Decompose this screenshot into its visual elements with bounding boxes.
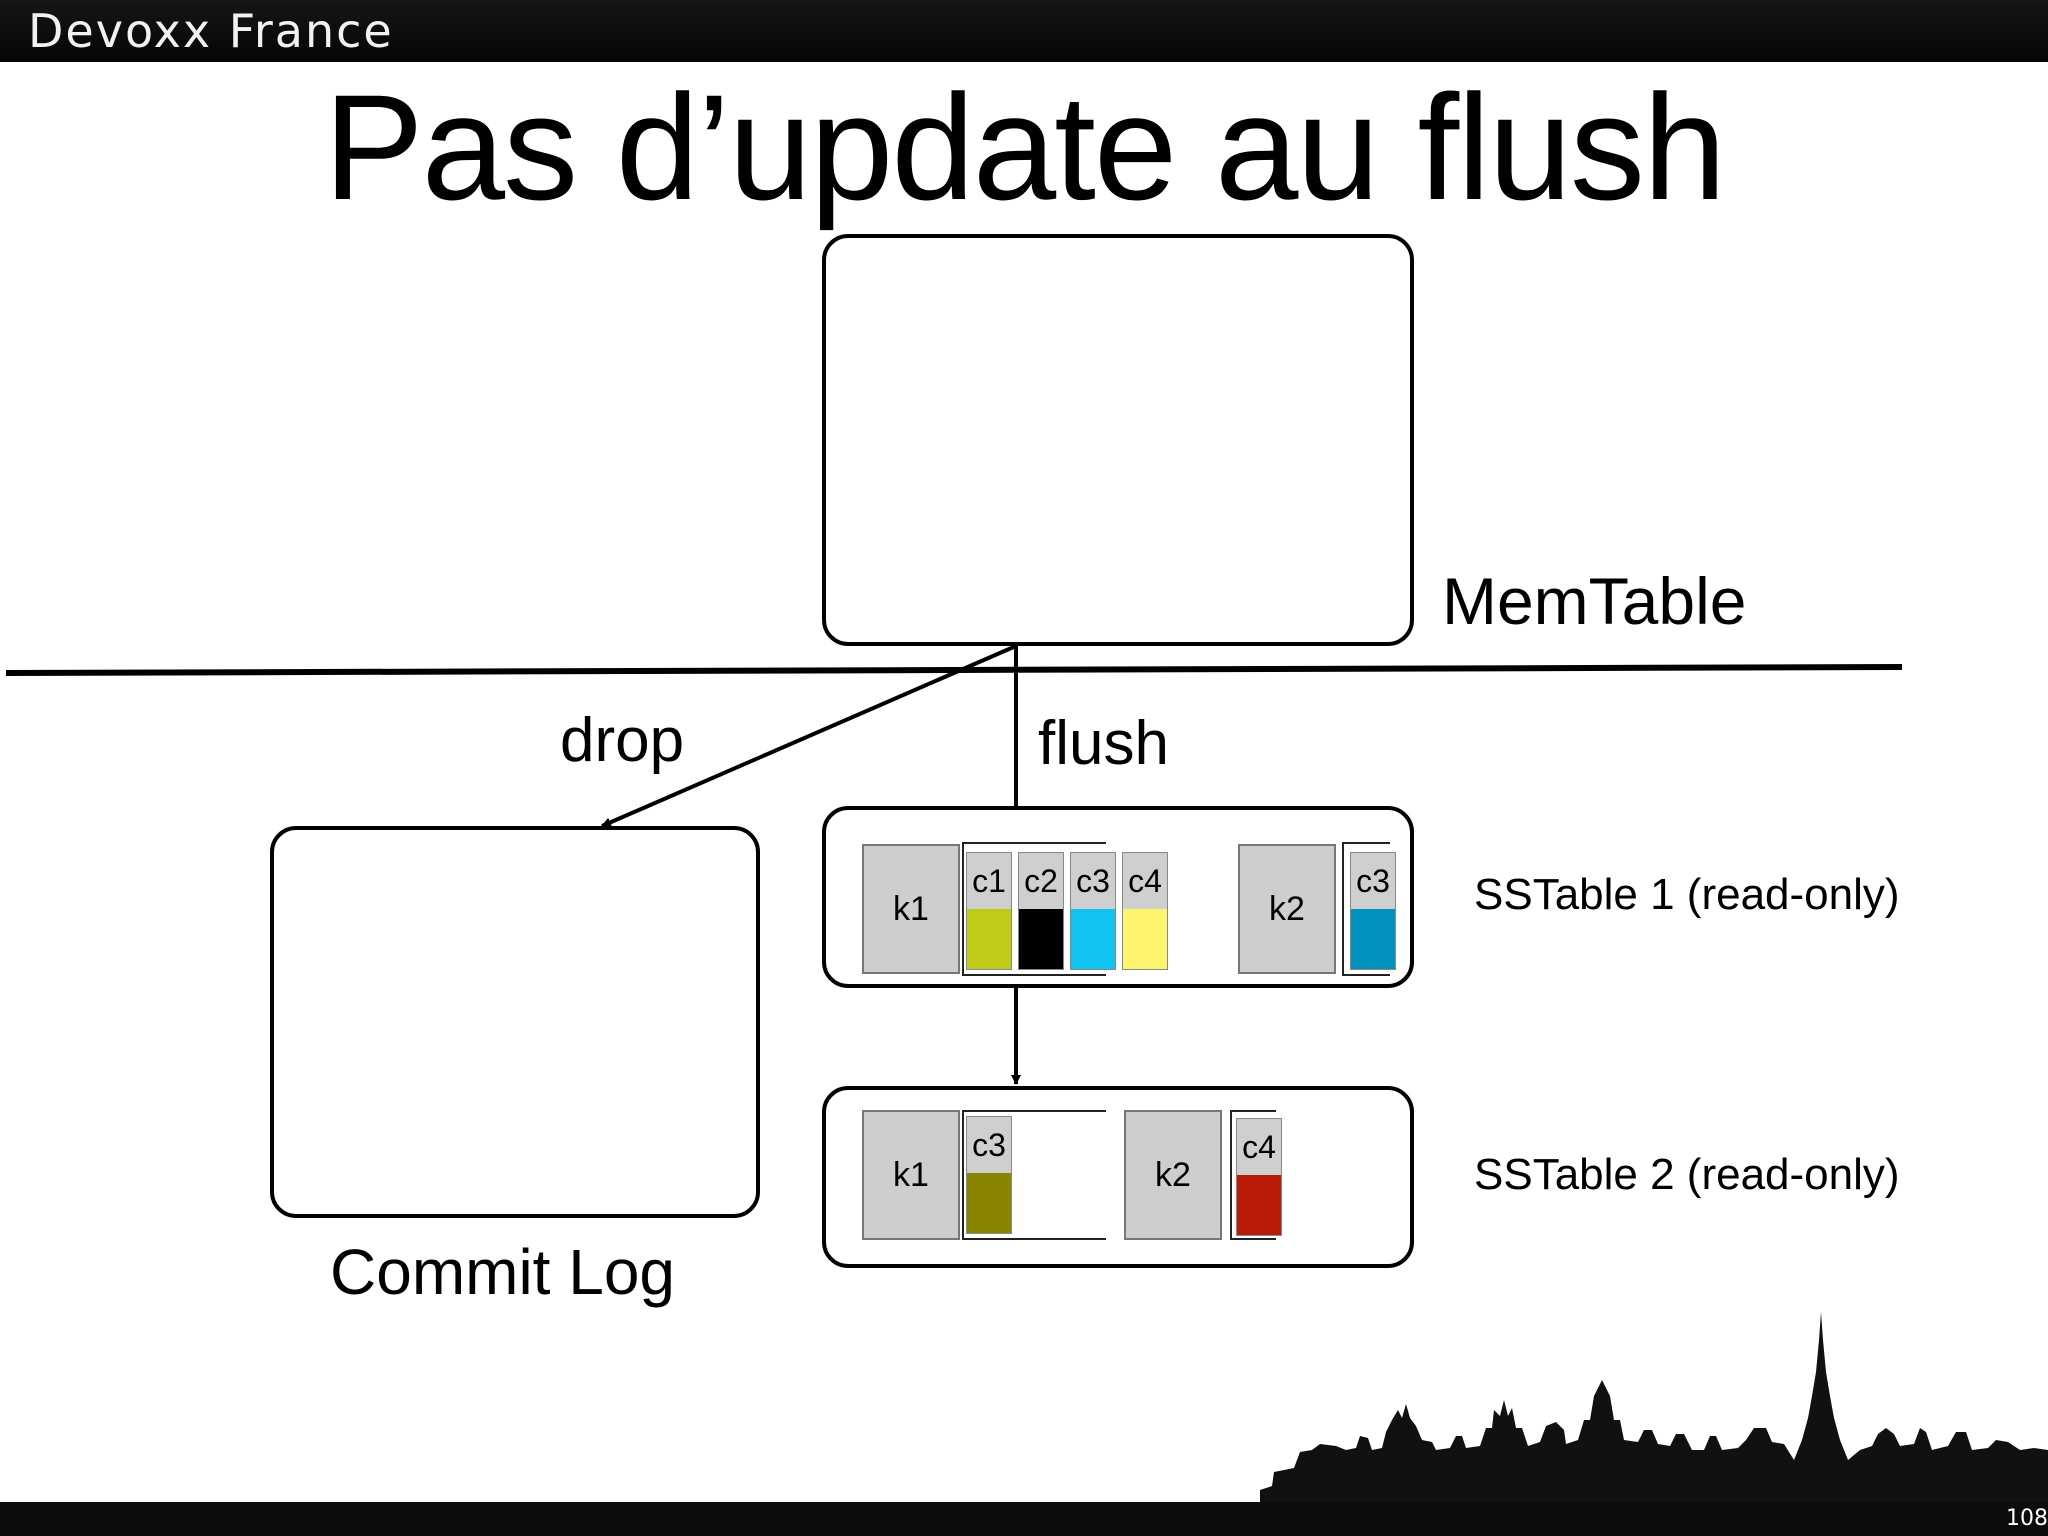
column-name: c4: [1123, 853, 1167, 909]
column-value-swatch: [1123, 909, 1167, 969]
sstable2-key-k1: k1: [862, 1110, 960, 1240]
row-top-line: [962, 1110, 1106, 1112]
column-value-swatch: [1237, 1175, 1281, 1235]
paris-skyline-image: [1260, 1312, 2048, 1510]
sstable2-k1-column: c3: [966, 1116, 1012, 1234]
sstable1-k1-column: c1: [966, 852, 1012, 970]
row-top-line: [1342, 842, 1390, 844]
commit-log-box: [270, 826, 760, 1218]
column-name: c3: [1071, 853, 1115, 909]
row-divider: [962, 1110, 964, 1238]
brand-logo-text: Devoxx France: [28, 4, 394, 58]
sstable2-label: SSTable 2 (read-only): [1474, 1150, 1900, 1199]
column-name: c2: [1019, 853, 1063, 909]
flush-label: flush: [1038, 709, 1169, 778]
row-bottom-line: [1230, 1238, 1276, 1240]
divider-line: [5, 664, 1903, 676]
sstable2-key-k2: k2: [1124, 1110, 1222, 1240]
row-top-line: [1230, 1110, 1276, 1112]
column-value-swatch: [967, 909, 1011, 969]
column-value-swatch: [1071, 909, 1115, 969]
sstable1-k1-column: c4: [1122, 852, 1168, 970]
column-name: c3: [967, 1117, 1011, 1173]
column-name: c3: [1351, 853, 1395, 909]
page-number: 108: [2006, 1506, 2048, 1531]
row-bottom-line: [962, 1238, 1106, 1240]
sstable1-k1-column: c3: [1070, 852, 1116, 970]
sstable1-label: SSTable 1 (read-only): [1474, 870, 1900, 919]
row-bottom-line: [1342, 974, 1390, 976]
column-value-swatch: [967, 1173, 1011, 1233]
row-bottom-line: [962, 974, 1106, 976]
drop-arrow: [601, 644, 1017, 828]
row-divider: [962, 842, 964, 974]
column-name: c1: [967, 853, 1011, 909]
memtable-label: MemTable: [1442, 564, 1747, 638]
column-value-swatch: [1351, 909, 1395, 969]
slide-title: Pas d’update au flush: [323, 63, 1727, 231]
sstable2-k2-column: c4: [1236, 1118, 1282, 1236]
column-value-swatch: [1019, 909, 1063, 969]
column-name: c4: [1237, 1119, 1281, 1175]
sstable1-k1-column: c2: [1018, 852, 1064, 970]
header-bar: Devoxx France: [0, 0, 2048, 62]
footer-bar: [0, 1502, 2048, 1536]
row-divider: [1230, 1110, 1232, 1238]
sstable1-key-k2: k2: [1238, 844, 1336, 974]
memtable-box: [822, 234, 1414, 646]
sstable1-k2-column: c3: [1350, 852, 1396, 970]
row-top-line: [962, 842, 1106, 844]
commit-log-label: Commit Log: [330, 1236, 675, 1308]
row-divider: [1342, 842, 1344, 974]
drop-label: drop: [560, 706, 685, 775]
sstable1-key-k1: k1: [862, 844, 960, 974]
